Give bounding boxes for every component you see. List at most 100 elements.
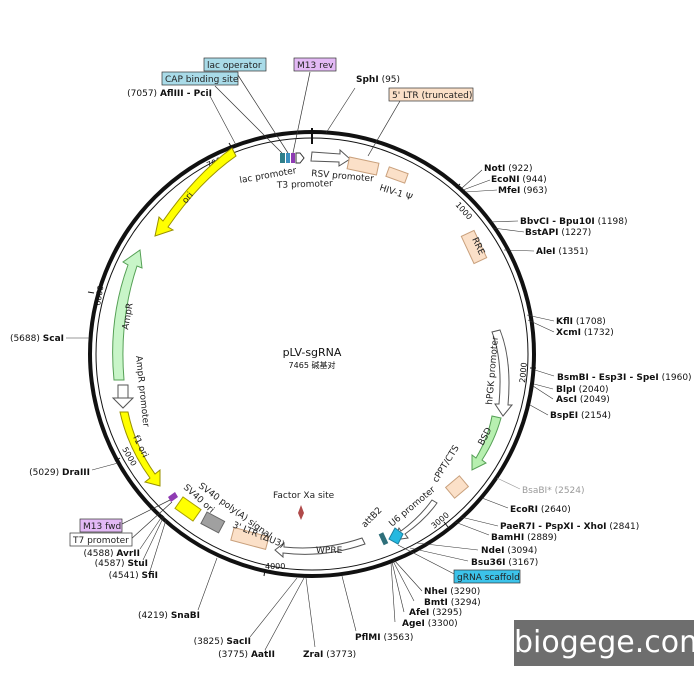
enzyme-bspei: BspEI (2154): [529, 404, 611, 421]
svg-text:M13 rev: M13 rev: [297, 61, 334, 71]
svg-text:AscI (2049): AscI (2049): [556, 395, 610, 405]
t3-promoter-arrow: [295, 152, 305, 164]
tick-2000: 2000: [518, 362, 529, 383]
enzyme-bbvci: BbvCI - Bpu10I (1198): [489, 217, 628, 227]
svg-text:(4588) AvrII: (4588) AvrII: [84, 549, 140, 559]
enzyme-ndei: NdeI (3094): [416, 542, 537, 556]
rre-feature: [460, 229, 488, 265]
plasmid-size: 7465 碱基对: [289, 360, 336, 370]
svg-text:PflMI (3563): PflMI (3563): [355, 633, 413, 643]
m13fwd-marker: [168, 492, 178, 502]
sv40pa-feature: [200, 511, 226, 534]
svg-text:AfeI (3295): AfeI (3295): [409, 608, 462, 618]
enzyme-sphi: SphI (95): [325, 75, 400, 134]
enzyme-pflmi: PflMI (3563): [341, 575, 413, 643]
sv40ori-feature: [174, 496, 202, 522]
enzyme-bsmbi: BsmBI - Esp3I - SpeI (1960): [534, 369, 692, 383]
enzyme-zrai: ZraI (3773): [303, 577, 356, 660]
tick-4000: 4000: [265, 562, 285, 571]
svg-text:AleI (1351): AleI (1351): [536, 247, 588, 257]
enzyme-alei: AleI (1351): [503, 247, 588, 257]
enzyme-scai: (5688) ScaI: [10, 334, 90, 344]
boxed-label-grna-scaffold: gRNA scaffold: [397, 544, 521, 584]
ampr-label: AmpR: [121, 302, 136, 330]
enzyme-snabi: (4219) SnaBI: [138, 557, 218, 621]
svg-text:NheI (3290): NheI (3290): [424, 587, 480, 597]
watermark: biogege.com: [514, 620, 700, 666]
svg-text:BbvCI - Bpu10I (1198): BbvCI - Bpu10I (1198): [520, 217, 628, 227]
cppt-feature: [444, 475, 470, 499]
svg-text:(3825) SacII: (3825) SacII: [194, 637, 251, 647]
svg-text:lac operator: lac operator: [207, 61, 262, 71]
ltr5-feature: [346, 156, 380, 176]
attb2-label: attB2: [360, 506, 384, 530]
enzyme-econi: EcoNI (944): [462, 175, 547, 191]
factor-xa-label: Factor Xa site: [273, 491, 335, 501]
enzyme-mfei: MfeI (963): [464, 186, 547, 196]
enzyme-bstapi: BstAPI (1227): [492, 227, 591, 238]
enzyme-xcmi: XcmI (1732): [527, 319, 614, 338]
svg-text:gRNA scaffold: gRNA scaffold: [457, 573, 520, 583]
enzyme-noti: NotI (922): [461, 164, 532, 189]
enzyme-sfii: (4541) SfiI: [109, 519, 167, 581]
f1ori-arrow: [119, 411, 161, 487]
ampr-promoter-label: AmpR promoter: [133, 355, 150, 427]
svg-text:EcoRI (2640): EcoRI (2640): [510, 505, 571, 515]
svg-text:XcmI (1732): XcmI (1732): [556, 328, 614, 338]
svg-text:NdeI (3094): NdeI (3094): [481, 546, 537, 556]
svg-text:EcoNI (944): EcoNI (944): [491, 175, 547, 185]
enzyme-bamhi: BamHI (2889): [454, 521, 557, 543]
enzyme-draiii: (5029) DraIII: [29, 462, 119, 478]
svg-text:(4219) SnaBI: (4219) SnaBI: [138, 611, 200, 621]
hiv-psi-feature: [385, 166, 409, 184]
enzyme-afliii: (7057) AflIII - PciI: [127, 89, 237, 146]
lac-operator-marker: [286, 153, 290, 163]
enzyme-xhoi: PaeR7I - PspXI - XhoI (2841): [460, 516, 639, 532]
svg-text:KflI (1708): KflI (1708): [556, 317, 606, 327]
svg-text:AgeI (3300): AgeI (3300): [402, 619, 458, 629]
svg-text:NotI (922): NotI (922): [484, 164, 532, 174]
svg-text:(4541) SfiI: (4541) SfiI: [109, 571, 158, 581]
boxed-label-t7: T7 promoter: [69, 501, 173, 547]
enzyme-afei: AfeI (3295): [391, 561, 462, 618]
svg-text:BsmBI - Esp3I - SpeI (1960): BsmBI - Esp3I - SpeI (1960): [557, 373, 692, 383]
ampr-promoter-arrow: [111, 384, 135, 409]
boxed-label-5ltr: 5' LTR (truncated): [367, 87, 474, 157]
svg-text:BmtI (3294): BmtI (3294): [424, 598, 481, 608]
enzyme-nhei: NheI (3290): [393, 559, 480, 597]
enzyme-bmti: BmtI (3294): [392, 560, 481, 608]
enzyme-blpi: BlpI (2040): [533, 383, 609, 395]
svg-text:CAP binding site: CAP binding site: [165, 75, 239, 85]
m13rev-marker: [291, 153, 295, 163]
factor-xa-marker: [298, 505, 304, 520]
boxed-label-m13rev: M13 rev: [292, 57, 337, 154]
ampr-arrow: [112, 249, 143, 381]
enzyme-bsabi: BsaBI* (2524): [496, 477, 585, 496]
svg-text:(4587) StuI: (4587) StuI: [95, 559, 148, 569]
wpre-label: WPRE: [316, 546, 343, 556]
wpre-arrow: [274, 537, 366, 559]
svg-text:BstAPI (1227): BstAPI (1227): [525, 228, 591, 238]
rsv-promoter-arrow: [310, 148, 351, 167]
attb2-feature: [378, 532, 389, 546]
hpgk-promoter-label: hPGK promoter: [485, 336, 501, 406]
svg-text:M13 fwd: M13 fwd: [83, 522, 121, 532]
svg-text:MfeI (963): MfeI (963): [498, 186, 547, 196]
boxed-label-m13fwd: M13 fwd: [79, 499, 171, 533]
svg-text:(7057) AflIII - PciI: (7057) AflIII - PciI: [127, 89, 212, 99]
enzyme-bsu36i: Bsu36I (3167): [409, 547, 538, 568]
svg-text:BlpI (2040): BlpI (2040): [556, 385, 609, 395]
ori-arrow: [154, 147, 237, 237]
hiv-psi-label: HIV-1 Ψ: [378, 183, 413, 203]
svg-text:(3775) AatII: (3775) AatII: [218, 650, 275, 660]
tick-1000: 1000: [454, 200, 474, 221]
bsd-arrow: [471, 415, 502, 471]
hpgk-promoter-arrow: [491, 329, 514, 417]
enzyme-ecori: EcoRI (2640): [481, 497, 571, 515]
svg-text:5' LTR (truncated): 5' LTR (truncated): [392, 91, 472, 101]
enzyme-sacii: (3825) SacII: [194, 577, 298, 647]
enzyme-stui: (4587) StuI: [95, 515, 165, 569]
enzyme-agei: AgeI (3300): [390, 562, 458, 629]
